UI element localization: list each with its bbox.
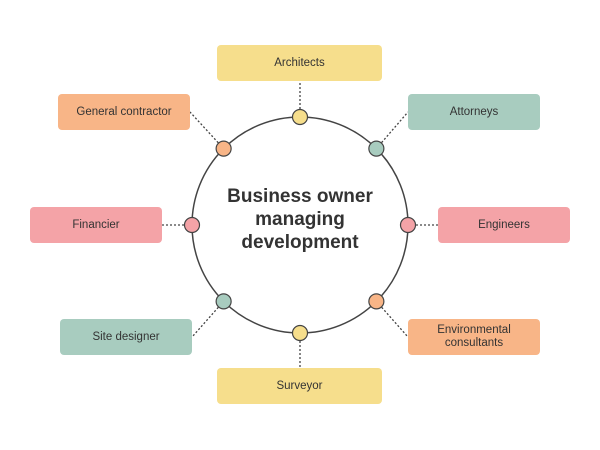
node-dot-surveyor: [291, 324, 309, 342]
node-label-attorneys: Attorneys: [449, 105, 499, 118]
node-box-financier: Financier: [30, 207, 162, 243]
node-label-environmental-consultants: Environmental consultants: [437, 324, 511, 349]
node-box-engineers: Engineers: [438, 207, 570, 243]
node-box-surveyor: Surveyor: [217, 368, 382, 404]
node-dot-attorneys: [368, 140, 385, 157]
node-box-architects: Architects: [217, 45, 382, 81]
node-dot-environmental-consultants: [368, 293, 385, 310]
node-label-general-contractor: General contractor: [76, 105, 172, 118]
node-label-site-designer: Site designer: [92, 330, 160, 343]
node-dot-general-contractor: [215, 140, 232, 157]
node-label-surveyor: Surveyor: [276, 379, 323, 392]
node-dot-architects: [291, 108, 309, 126]
node-box-site-designer: Site designer: [60, 319, 192, 355]
connector-general-contractor: [189, 111, 225, 150]
node-dot-financier: [183, 216, 201, 234]
node-label-engineers: Engineers: [478, 218, 530, 231]
node-label-architects: Architects: [274, 56, 325, 69]
node-box-general-contractor: General contractor: [58, 94, 190, 130]
node-dot-engineers: [399, 216, 417, 234]
center-label: Business owner managing development: [227, 186, 373, 253]
node-box-environmental-consultants: Environmental consultants: [408, 319, 540, 355]
node-dot-site-designer: [215, 293, 232, 310]
node-label-financier: Financier: [72, 218, 120, 231]
node-box-attorneys: Attorneys: [408, 94, 540, 130]
